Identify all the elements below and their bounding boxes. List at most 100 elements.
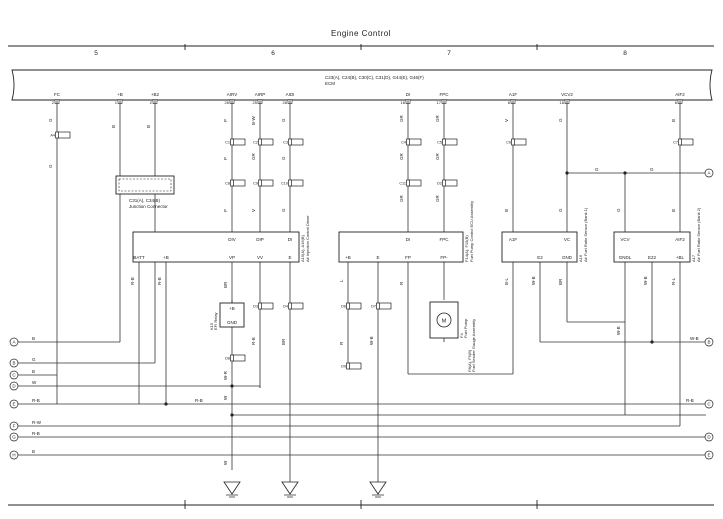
wires	[18, 100, 706, 482]
connector: C6	[506, 138, 527, 146]
block-top-terminal: DIP	[256, 237, 264, 242]
wire-label: G	[48, 118, 53, 122]
connector-mark	[288, 179, 292, 187]
wire-label: B	[504, 209, 509, 212]
block-bottom-terminal: VV	[257, 255, 263, 260]
wire-label: BR	[558, 278, 563, 285]
bus-letter: G	[12, 435, 16, 440]
bus-circle	[9, 399, 19, 409]
connector-id: C4	[401, 141, 406, 145]
connector-box	[408, 138, 422, 146]
connector-mark	[288, 302, 292, 310]
block-top-terminal: VC	[564, 237, 571, 242]
right-letter: D	[707, 435, 711, 440]
ecm-terminal-pin: 28	[283, 100, 288, 105]
wire-label: GR	[399, 114, 404, 122]
connector-id: C1	[225, 141, 230, 145]
connector: A4	[50, 131, 71, 139]
ecm-terminal-pin: 18	[401, 100, 406, 105]
wire-label: W	[223, 395, 228, 400]
block-top-terminal: AIF2	[675, 237, 685, 242]
ecm-terminal-pin: 18	[560, 100, 565, 105]
wire-label: W-B	[369, 336, 374, 345]
wire-label: R-B	[130, 277, 135, 285]
block-sub: Air Injection Control Driver	[305, 215, 310, 262]
right-reference: B	[704, 337, 714, 347]
ecm-terminal-pin: 1	[115, 100, 118, 105]
right-letter: A	[707, 171, 710, 176]
wire-label: G	[281, 118, 286, 122]
right-reference: D	[704, 432, 714, 442]
ground-symbols	[223, 481, 387, 498]
block-sub: Air Fuel Ratio Sensor (Bank 2)	[696, 207, 701, 262]
wire-label: W-B	[643, 276, 648, 285]
connector: D9	[341, 362, 362, 370]
wire-label: B	[671, 209, 676, 212]
ecm-terminal-pin: 25	[253, 100, 258, 105]
motor-terminal: M	[442, 319, 447, 325]
bus-reference: CB	[9, 369, 35, 380]
block-bottom-terminal: FP	[405, 255, 411, 260]
ecm-terminal-pin: 17	[437, 100, 442, 105]
wire-label: B	[671, 119, 676, 122]
relay-plus: +B	[229, 306, 235, 311]
connector: D6	[341, 302, 362, 310]
bus-color: R-B	[32, 398, 40, 403]
block-bottom-terminal: +B	[345, 255, 351, 260]
connector-box	[232, 179, 246, 187]
ecm-terminal-name: +B2	[151, 92, 160, 97]
connector-id: C9	[253, 182, 258, 186]
bus-letter: C	[12, 373, 16, 378]
connector-id: D4	[283, 305, 288, 309]
motor-sub: Fuel Pump	[463, 318, 468, 338]
bus-letter: B	[12, 361, 15, 366]
wire-label: G	[558, 118, 563, 122]
connector-id: C8	[225, 182, 230, 186]
connector-id: D9	[341, 365, 346, 369]
block-bottom-terminal: GNDL	[619, 255, 632, 260]
block-bottom-terminal: E	[288, 255, 291, 260]
ecm-terminal-name: FPC	[440, 92, 450, 97]
block-bottom-terminal: GND	[562, 255, 573, 260]
motor-part: F8(A), F9(B)	[467, 349, 472, 372]
connector-id: C3	[283, 141, 288, 145]
block-bottom-terminal: E2	[537, 255, 543, 260]
bus-color: W	[32, 380, 37, 385]
connector-id: C5	[437, 141, 442, 145]
connector-id: C10	[281, 182, 288, 186]
right-circle	[704, 450, 714, 460]
connector: C8	[225, 179, 246, 187]
ecm-terminal-pin: 2	[52, 100, 55, 105]
connector-mark	[346, 302, 350, 310]
wire-label: GR	[435, 194, 440, 202]
bus-circle	[9, 381, 19, 391]
wire-label: R-B	[251, 337, 256, 345]
ground-icon	[223, 481, 241, 498]
wire-label: G	[281, 156, 286, 160]
block-top-terminal: DI	[288, 237, 293, 242]
ecm-terminal-name: AIDI	[286, 92, 295, 97]
diagram-title: Engine Control	[331, 29, 391, 38]
connector-mark	[258, 179, 262, 187]
block-bottom-terminal: E	[376, 255, 379, 260]
connector-id: D3	[253, 305, 258, 309]
wire-label: GR	[399, 194, 404, 202]
ecm-terminal-pin: 2	[150, 100, 153, 105]
right-circle	[704, 399, 714, 409]
right-reference: C	[704, 399, 714, 409]
connector-mark	[55, 131, 59, 139]
ecm-terminal-pin: 6	[508, 100, 511, 105]
connector-box	[513, 138, 527, 146]
connector-mark	[346, 362, 350, 370]
block-label: A17	[691, 254, 696, 262]
block-sub: Fuel Pump Control ECU Assembly	[469, 201, 474, 262]
block-bottom-terminal: E22	[648, 255, 657, 260]
wire-label: W-R	[223, 370, 228, 380]
connector-mark	[678, 138, 682, 146]
connector-id: D8	[225, 357, 230, 361]
connector: D2	[437, 179, 458, 187]
bus-reference: AB	[9, 336, 35, 347]
connector: C10	[281, 179, 304, 187]
ground-icon	[281, 481, 299, 498]
connector-mark	[230, 179, 234, 187]
